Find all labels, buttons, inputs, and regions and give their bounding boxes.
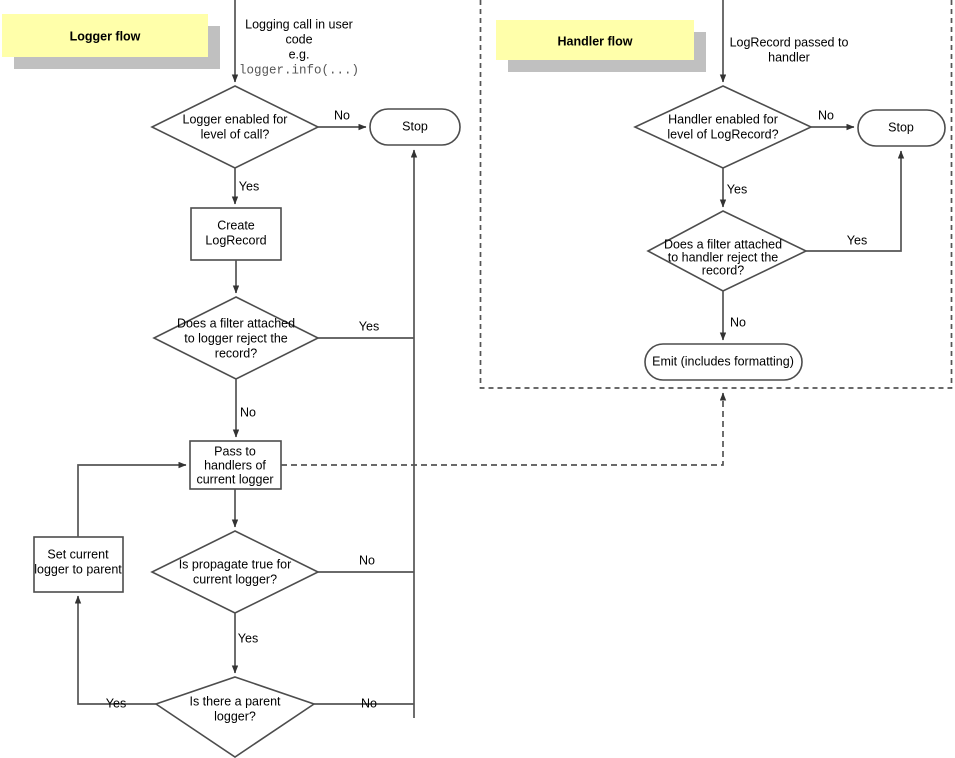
node-logger-enabled-line2: level of call? [201,127,270,141]
node-logger-filter-line3: record? [215,346,257,360]
node-handler-filter-line1: Does a filter attached [664,237,782,251]
node-logger-stop[interactable] [369,108,461,146]
handler-entry-annotation-line1: LogRecord passed to [730,35,849,49]
node-logger-filter-line2: to logger reject the [184,331,288,345]
edge-parent-logger-yes [74,595,156,705]
logger-entry-annotation-line2: code [285,32,312,46]
node-emit-label: Emit (includes formatting) [652,354,794,368]
edge-label-propagate-no: No [359,553,375,567]
edge-label-handler-filter-no: No [730,315,746,329]
node-handler-enabled-line2: level of LogRecord? [667,127,778,141]
logger-flow-label-text: Logger flow [70,29,141,43]
edge-label-handler-enabled-yes: Yes [727,182,747,196]
node-handler-enabled-line1: Handler enabled for [668,112,778,126]
node-pass-to-handlers-line2: handlers of [204,458,266,472]
edge-label-logger-filter-no: No [240,405,256,419]
node-parent-logger-line1: Is there a parent [189,694,281,708]
node-handler-stop-label: Stop [888,120,914,134]
handler-swimlane-border [479,0,953,389]
node-set-logger-parent[interactable] [33,536,124,593]
node-emit[interactable] [644,343,803,381]
handler-flow-label-text: Handler flow [557,34,632,48]
node-logger-enabled-line1: Logger enabled for [183,112,288,126]
node-set-logger-parent-line2: logger to parent [34,562,122,576]
edge-pass-to-handler-flow [281,392,727,466]
edge-handler-filter-yes [806,150,905,252]
node-pass-to-handlers-line1: Pass to [214,444,256,458]
logger-flow-label-box [2,14,208,57]
node-parent-logger-line2: logger? [214,709,256,723]
node-handler-filter-line2: to handler reject the [668,250,779,264]
logger-entry-annotation-line3: e.g. [289,47,310,61]
node-propagate-line2: current logger? [193,572,277,586]
edge-label-handler-filter-yes: Yes [847,233,867,247]
node-set-logger-parent-line1: Set current [47,547,109,561]
node-propagate-line1: Is propagate true for [179,557,292,571]
edge-set-parent-to-pass [77,461,187,537]
edge-label-propagate-yes: Yes [238,631,258,645]
handler-flow-label-box [496,20,694,60]
logger-entry-annotation-code: logger.info(...) [239,63,359,77]
node-logger-filter-line1: Does a filter attached [177,316,295,330]
node-pass-to-handlers-line3: current logger [196,472,273,486]
edge-label-parent-logger-no: No [361,696,377,710]
edge-label-logger-enabled-no: No [334,108,350,122]
logger-entry-annotation-line1: Logging call in user [245,17,353,31]
edge-label-parent-logger-yes: Yes [106,696,126,710]
edge-label-logger-enabled-yes: Yes [239,179,259,193]
handler-entry-annotation-line2: handler [768,50,810,64]
node-handler-stop[interactable] [857,109,946,147]
node-logger-stop-label: Stop [402,119,428,133]
edge-label-logger-filter-yes: Yes [359,319,379,333]
node-create-logrecord[interactable] [190,207,282,261]
node-create-logrecord-line2: LogRecord [205,233,266,247]
node-pass-to-handlers[interactable] [189,440,282,490]
node-handler-filter-line3: record? [702,263,744,277]
node-parent-logger-decision[interactable] [154,676,316,758]
edge-label-handler-enabled-no: No [818,108,834,122]
node-create-logrecord-line1: Create [217,218,255,232]
